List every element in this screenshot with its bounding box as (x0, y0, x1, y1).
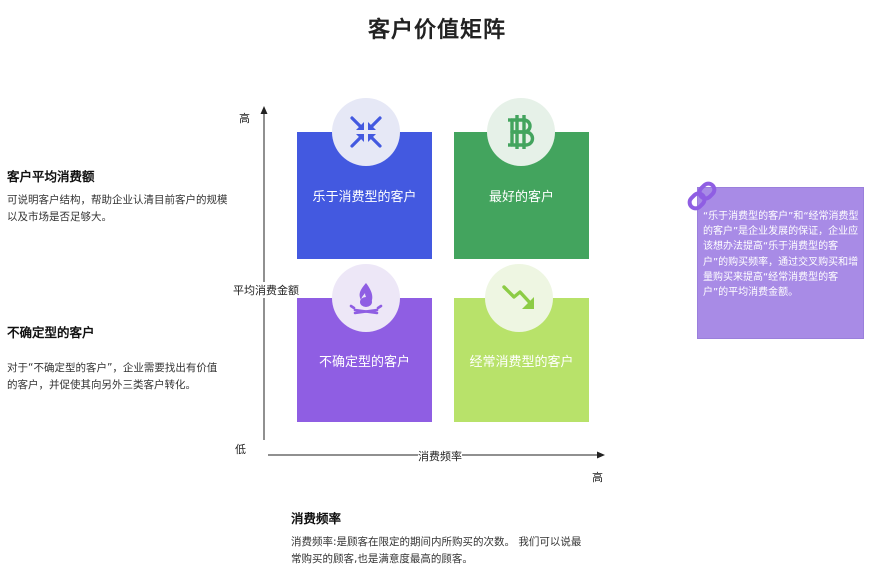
quadrant-label: 乐于消费型的客户 (312, 190, 417, 205)
note-text-avg-spend: 可说明客户结构，帮助企业认清目前客户的规模以及市场是否足够大。 (7, 194, 228, 223)
circle-campfire (332, 264, 400, 332)
note-text-uncertain: 对于“不确定型的客户”，企业需要找出有价值的客户，并促使其向另外三类客户转化。 (7, 362, 218, 391)
quadrant-best: 最好的客户 (454, 132, 589, 259)
circle-bitcoin (487, 98, 555, 166)
link-icon (687, 181, 717, 211)
circle-trending-down (485, 264, 553, 332)
quadrant-label: 经常消费型的客户 (469, 354, 574, 370)
note-heading-avg-spend: 客户平均消费额 (7, 169, 95, 184)
note-text-frequency: 消费频率:是顾客在限定的期间内所购买的次数。 我们可以说最常购买的顾客,也是满意… (291, 536, 582, 565)
quadrant-label: 最好的客户 (488, 190, 554, 205)
bitcoin-icon (508, 115, 535, 149)
side-note-card: “乐于消费型的客户”和“经常消费型的客户”是企业发展的保证，企业应该想办法提高“… (697, 187, 864, 339)
trending-down-icon (502, 285, 534, 309)
x-axis-high-label: 高 (592, 471, 603, 484)
note-heading-frequency: 消费频率 (291, 511, 342, 526)
axis-origin-low-label: 低 (235, 443, 246, 456)
side-note-text: “乐于消费型的客户”和“经常消费型的客户”是企业发展的保证，企业应该想办法提高“… (703, 211, 859, 299)
y-axis-high-label: 高 (239, 112, 250, 125)
compress-arrows-icon (350, 116, 382, 148)
campfire-icon (349, 283, 383, 315)
page-title: 客户价值矩阵 (367, 18, 506, 43)
y-axis-arrow (260, 106, 268, 114)
quadrant-label: 不确定型的客户 (318, 354, 410, 370)
note-heading-uncertain: 不确定型的客户 (7, 325, 95, 340)
circle-compress (332, 98, 400, 166)
y-axis-title: 平均消费金额 (233, 282, 299, 298)
x-axis-title: 消费频率 (418, 448, 462, 464)
x-axis-arrow (597, 451, 605, 459)
